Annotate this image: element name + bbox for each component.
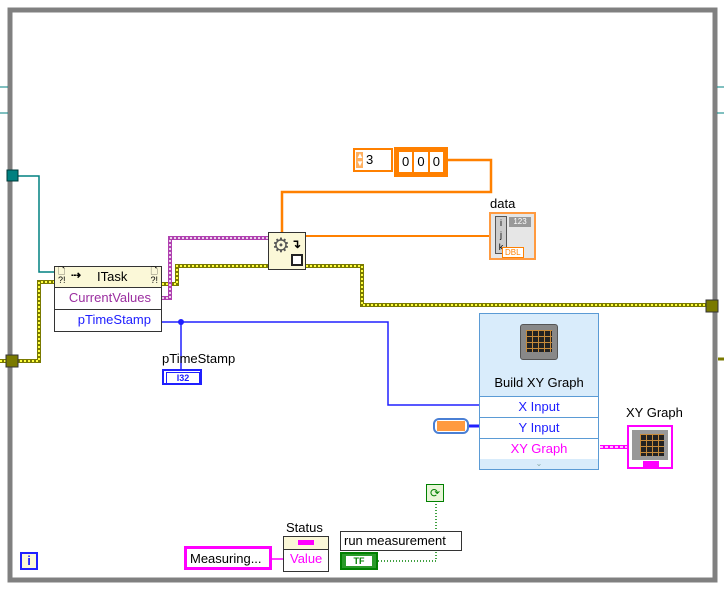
property-current-values[interactable]: CurrentValues: [55, 288, 161, 310]
error-wire[interactable]: [0, 264, 724, 363]
dynamic-data-icon: [437, 421, 465, 431]
shift-register-error-left[interactable]: [5, 354, 19, 368]
array-element[interactable]: 0: [399, 152, 413, 172]
terminal-label: Y Input: [518, 420, 560, 435]
terminal-label: XY Graph: [510, 441, 568, 456]
xy-graph-icon: [632, 430, 668, 460]
data-indicator[interactable]: i j k 123 DBL: [489, 212, 536, 260]
array-index-display: i j k: [495, 216, 507, 254]
run-measurement-terminal[interactable]: TF: [340, 552, 378, 570]
loop-condition-continue-icon[interactable]: ⟳: [426, 484, 444, 502]
data-indicator-label: data: [490, 196, 516, 211]
value-property[interactable]: Value: [290, 551, 323, 566]
ptimestamp-indicator[interactable]: I32: [162, 369, 202, 385]
string-constant-value[interactable]: Measuring...: [190, 551, 262, 566]
variant-to-data-function[interactable]: ⚙ ↴: [268, 232, 306, 270]
array-element[interactable]: 0: [414, 152, 428, 172]
stop-wire[interactable]: [378, 502, 437, 562]
property-label: CurrentValues: [68, 290, 151, 305]
status-label: Status: [286, 520, 323, 535]
property-label: pTimeStamp: [77, 312, 151, 327]
arrow-down-icon: ↴: [291, 237, 302, 251]
xy-graph-indicator[interactable]: [627, 425, 673, 469]
express-vi-title: Build XY Graph: [494, 375, 584, 390]
array-size-value[interactable]: 3: [366, 152, 374, 167]
shift-register-error-right[interactable]: [705, 299, 719, 313]
numeric-badge: 123: [509, 217, 531, 227]
itask-property-node[interactable]: 🗋?! ⇢ ITask 🗋?! CurrentValues pTimeStamp: [54, 266, 162, 332]
array-element[interactable]: 0: [429, 152, 443, 172]
x-input-terminal[interactable]: X Input: [480, 396, 598, 417]
array-size-control[interactable]: ▲▼ 3: [353, 148, 393, 172]
index-i: i: [500, 218, 502, 228]
boolean-type-badge: TF: [346, 556, 372, 566]
xy-graph-indicator-label: XY Graph: [626, 405, 683, 420]
shift-register-refnum[interactable]: [6, 169, 19, 182]
current-values-wire[interactable]: [162, 236, 268, 300]
string-type-icon: [298, 540, 314, 545]
build-xy-graph-express-vi[interactable]: Build XY Graph X Input Y Input XY Graph …: [479, 313, 599, 470]
arrow-right-icon: ⇢: [71, 268, 82, 282]
array-constant-wire[interactable]: [280, 158, 493, 232]
array-constant[interactable]: 0 0 0: [394, 147, 448, 177]
wire-junction: [178, 319, 184, 325]
i32-type-badge: I32: [166, 372, 200, 384]
while-loop-frame[interactable]: [7, 7, 718, 583]
terminal-label: X Input: [518, 399, 560, 414]
xy-graph-terminal[interactable]: XY Graph: [480, 438, 598, 459]
run-measurement-label: run measurement: [344, 533, 446, 548]
increment-arrows-icon[interactable]: ▲▼: [356, 151, 364, 168]
property-node-header[interactable]: 🗋?! ⇢ ITask 🗋?!: [55, 267, 161, 288]
property-ptimestamp[interactable]: pTimeStamp: [55, 310, 161, 331]
xy-graph-icon: [520, 324, 558, 360]
cluster-type-badge: [643, 461, 659, 467]
y-input-terminal[interactable]: Y Input: [480, 417, 598, 438]
expand-chevron-icon[interactable]: ⌄: [535, 459, 543, 468]
ptimestamp-indicator-label: pTimeStamp: [162, 351, 236, 366]
timestamp-wire[interactable]: [162, 321, 479, 406]
index-j: j: [500, 230, 502, 240]
error-out-icon: 🗋?!: [150, 266, 158, 285]
iteration-terminal-icon[interactable]: i: [20, 552, 38, 570]
run-measurement-label-box: run measurement: [340, 531, 462, 551]
dbl-type-badge: DBL: [502, 247, 524, 258]
dynamic-data-terminal[interactable]: [433, 418, 469, 434]
index-k: k: [498, 242, 504, 252]
refnum-wire[interactable]: [14, 175, 54, 273]
refnum-in-icon: 🗋?!: [58, 266, 66, 285]
class-name: ITask: [97, 269, 128, 284]
status-property-node[interactable]: Value: [283, 536, 329, 572]
status-string-constant[interactable]: Measuring...: [184, 546, 272, 570]
data-icon: [291, 254, 303, 266]
property-node-header: [284, 537, 328, 550]
iteration-label: i: [27, 553, 31, 568]
gear-icon: ⚙: [272, 235, 290, 257]
